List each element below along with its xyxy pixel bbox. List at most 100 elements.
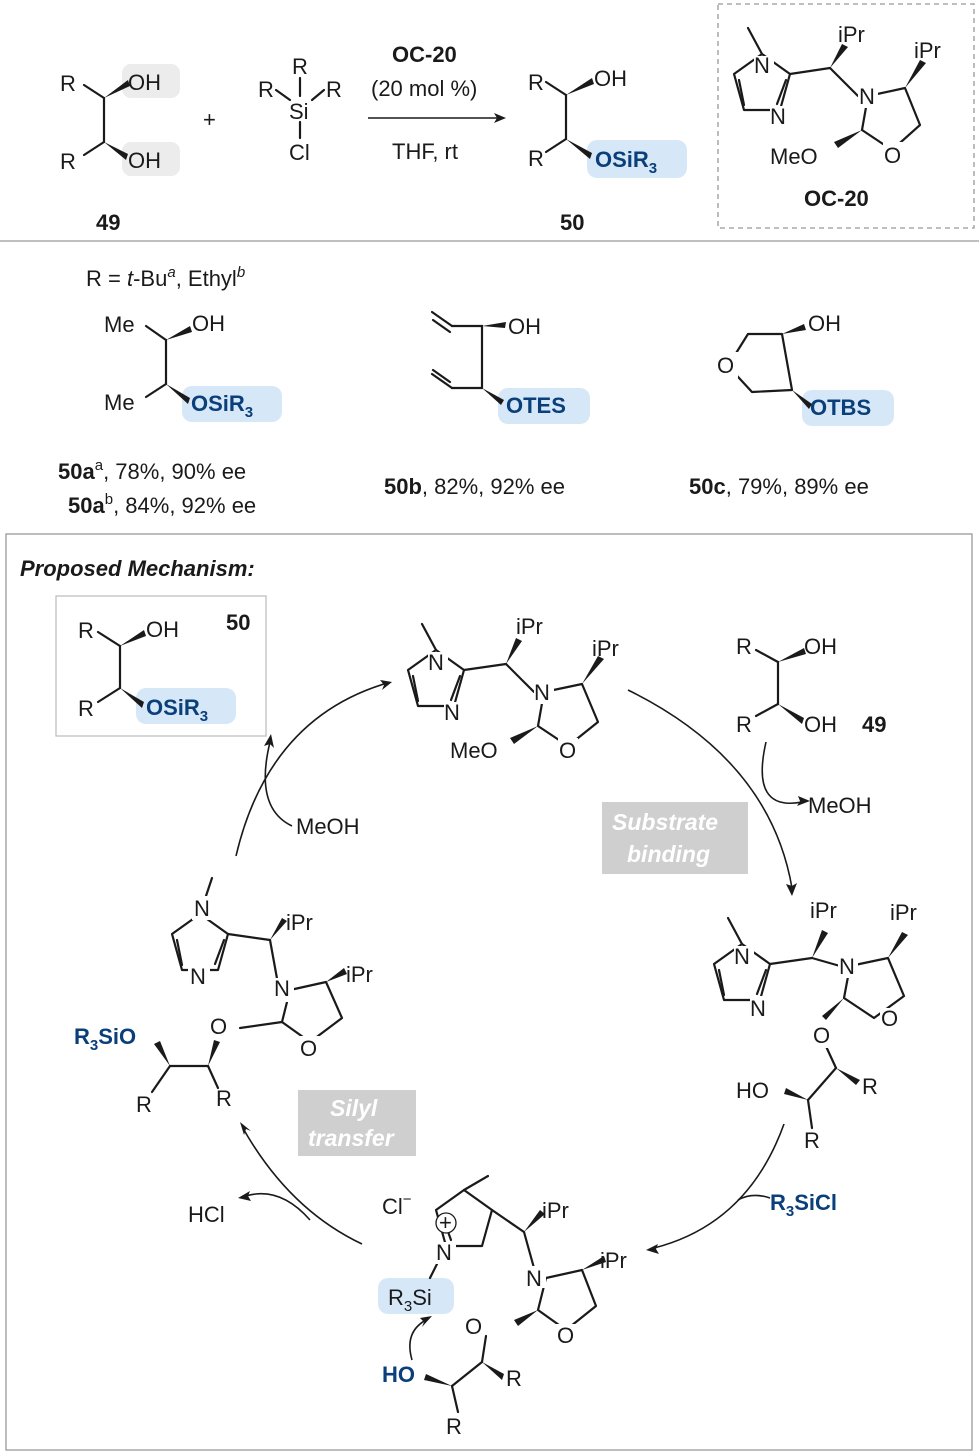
isopropyl: iPr (516, 614, 543, 639)
atom-oh: OH (146, 617, 179, 642)
atom-r: R (506, 1366, 522, 1391)
atom-n: N (754, 53, 770, 78)
atom-n: N (526, 1266, 542, 1291)
compound-label-50: 50 (226, 610, 250, 635)
otes-group: OTES (506, 393, 566, 418)
atom-n: N (194, 896, 210, 921)
atom-ho: HO (736, 1078, 769, 1103)
diol-49: R OH R OH 49 (60, 64, 180, 235)
result-50a-b: 50ab, 84%, 92% ee (68, 491, 256, 518)
substituent-definition: R = t-Bua, Ethylb (86, 264, 245, 291)
atom-o: O (717, 353, 734, 378)
svg-text:binding: binding (627, 841, 710, 867)
atom-r: R (862, 1074, 878, 1099)
methoxy: MeO (450, 738, 498, 763)
conditions: THF, rt (392, 139, 458, 164)
atom-o: O (813, 1023, 830, 1048)
atom-r: R (736, 712, 752, 737)
isopropyl: iPr (890, 900, 917, 925)
mechanism-panel: Proposed Mechanism: R OH R OSiR3 50 (5, 533, 973, 1451)
isopropyl: iPr (838, 22, 865, 47)
silyl-chloride-in: R3SiCl (770, 1190, 837, 1220)
compound-label-49: 49 (862, 712, 886, 737)
atom-o: O (210, 1014, 227, 1039)
atom-r: R (216, 1086, 232, 1111)
reaction-arrow: OC-20 (20 mol %) THF, rt (368, 42, 506, 164)
atom-oh: OH (508, 314, 541, 339)
example-50a: Me OH Me OSiR3 50aa, 78%, 90% ee 50ab, 8… (58, 311, 282, 518)
product-50: R OH R OSiR3 50 (528, 66, 687, 235)
atom-o: O (881, 1006, 898, 1031)
atom-ho: HO (382, 1362, 415, 1387)
osir3-group: OSiR3 (191, 391, 253, 421)
atom-si: Si (289, 99, 309, 124)
atom-o: O (557, 1323, 574, 1348)
meoh-out: MeOH (808, 793, 872, 818)
result-50c: 50c, 79%, 89% ee (689, 474, 869, 499)
r3sio-group: R3SiO (74, 1024, 136, 1054)
intermediate-silylimidazolium: + N Cl− iPr iPr N O O R3Si HO R R (378, 1174, 627, 1439)
atom-oh: OH (192, 311, 225, 336)
atom-r: R (446, 1414, 462, 1439)
plus-sign: + (203, 107, 216, 132)
svg-text:transfer: transfer (308, 1125, 395, 1151)
example-50b: OH OTES 50b, 82%, 92% ee (384, 310, 590, 499)
compound-label-49: 49 (96, 210, 120, 235)
atom-o: O (300, 1036, 317, 1061)
step-silyl-transfer: Silyl transfer (298, 1090, 416, 1156)
isopropyl: iPr (346, 962, 373, 987)
reaction-row: R OH R OH 49 + R R R Si Cl OC-20 (20 mol… (60, 3, 975, 235)
intermediate-substrate-bound: N N iPr iPr N O O R HO R (712, 898, 917, 1153)
atom-n: N (274, 976, 290, 1001)
atom-o: O (559, 738, 576, 763)
atom-r: R (528, 146, 544, 171)
atom-n: N (444, 700, 460, 725)
atom-n: N (839, 954, 855, 979)
plus-charge: + (439, 1210, 452, 1235)
atom-n: N (859, 84, 875, 109)
catalyst-label: OC-20 (804, 186, 869, 211)
mechanism-product-50: R OH R OSiR3 50 (55, 595, 267, 737)
meoh-released: MeOH (296, 814, 360, 839)
atom-n: N (734, 944, 750, 969)
methyl: Me (104, 312, 135, 337)
svg-text:Silyl: Silyl (330, 1095, 378, 1121)
atom-cl: Cl (289, 140, 310, 165)
catalyst-loading: (20 mol %) (371, 76, 477, 101)
compound-label-50: 50 (560, 210, 584, 235)
result-50b: 50b, 82%, 92% ee (384, 474, 565, 499)
atom-r: R (292, 54, 308, 79)
atom-r: R (804, 1128, 820, 1153)
chloride-counterion: Cl− (382, 1191, 412, 1219)
catalytic-cycle-arrows: MeOH R3SiCl HCl MeOH (188, 680, 872, 1254)
atom-r: R (60, 71, 76, 96)
substrate-scope: R = t-Bua, Ethylb Me OH Me OSiR3 50aa, 7… (58, 264, 894, 518)
result-50a-a: 50aa, 78%, 90% ee (58, 457, 246, 484)
atom-oh: OH (804, 712, 837, 737)
catalyst-top: N N iPr N iPr O MeO (406, 614, 619, 763)
methyl: Me (104, 390, 135, 415)
osir3-group: OSiR3 (146, 695, 208, 725)
otbs-group: OTBS (810, 395, 871, 420)
silyl-chloride: R R R Si Cl (258, 54, 342, 165)
atom-n: N (428, 650, 444, 675)
mechanism-diol-49: R OH R OH 49 (736, 634, 886, 737)
isopropyl: iPr (600, 1248, 627, 1273)
hcl-out: HCl (188, 1202, 225, 1227)
mechanism-title: Proposed Mechanism: (20, 556, 255, 581)
step-substrate-binding: Substrate binding (602, 802, 748, 874)
example-50c: O OH OTBS 50c, 79%, 89% ee (689, 311, 894, 499)
atom-n: N (770, 104, 786, 129)
atom-n: N (750, 996, 766, 1021)
atom-oh: OH (804, 634, 837, 659)
atom-oh: OH (128, 148, 161, 173)
isopropyl: iPr (542, 1198, 569, 1223)
isopropyl: iPr (914, 38, 941, 63)
atom-r: R (60, 149, 76, 174)
methoxy: MeO (770, 144, 818, 169)
isopropyl: iPr (810, 898, 837, 923)
atom-oh: OH (128, 70, 161, 95)
atom-r: R (528, 70, 544, 95)
atom-oh: OH (808, 311, 841, 336)
